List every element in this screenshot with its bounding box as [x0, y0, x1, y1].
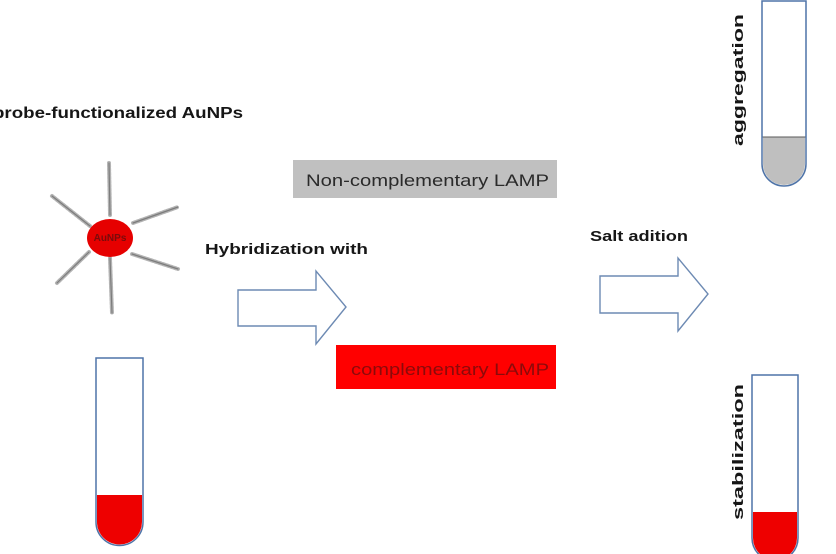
aggregation-label: aggregation: [730, 14, 747, 146]
complementary-box: complementary LAMP: [336, 345, 556, 389]
gold-nanoparticle: AuNPs: [50, 161, 180, 315]
tube-stabilization-liquid: [753, 512, 797, 554]
probe-strand: [51, 195, 91, 227]
tube-initial: [95, 357, 144, 547]
aunp-label: AuNPs: [94, 233, 127, 244]
tube-stabilization-outline: [751, 374, 799, 554]
probe-strands: [50, 161, 180, 315]
non-complementary-box: Non-complementary LAMP: [293, 160, 557, 198]
tube-stabilization: [751, 374, 799, 554]
probe-strand: [131, 253, 179, 270]
aunp-core: [87, 219, 133, 257]
tube-initial-outline: [95, 357, 144, 547]
non-complementary-label: Non-complementary LAMP: [306, 171, 549, 190]
tube-aggregation-outline: [761, 0, 807, 187]
salt-addition-label: Salt adition: [590, 228, 688, 245]
non-complementary-box-bg: [293, 160, 557, 198]
probe-strand: [132, 206, 179, 224]
tube-aggregation: [761, 0, 807, 187]
hybridization-label: Hybridization with: [205, 241, 368, 258]
complementary-label: complementary LAMP: [351, 360, 549, 379]
stabilization-label: stabilization: [730, 384, 747, 520]
tube-aggregation-liquid: [763, 137, 805, 185]
probe-strand: [109, 257, 113, 314]
complementary-box-bg: [336, 345, 556, 389]
tube-initial-liquid: [97, 495, 142, 545]
probe-strand: [108, 162, 111, 216]
probe-functionalized-label: probe-functionalized AuNPs: [0, 105, 243, 122]
salt-addition-arrow: [599, 256, 709, 333]
probe-strand: [56, 251, 90, 284]
hybridization-arrow: [237, 269, 347, 346]
